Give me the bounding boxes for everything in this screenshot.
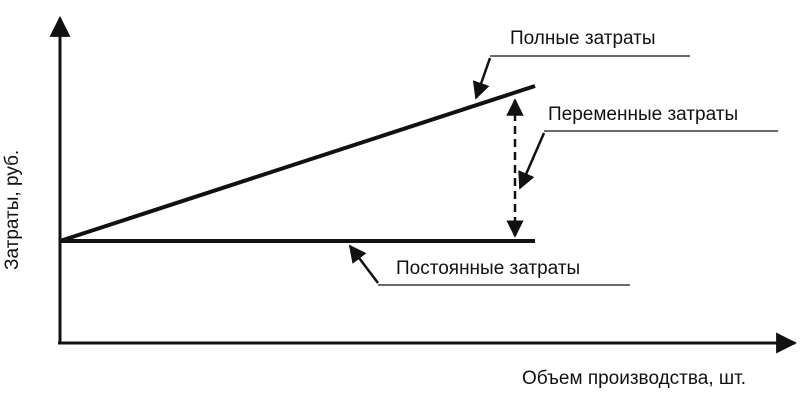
x-axis-label: Объем производства, шт. bbox=[522, 368, 747, 389]
total-costs-leader bbox=[472, 57, 492, 100]
fixed-costs-label: Постоянные затраты bbox=[396, 258, 581, 279]
fixed-costs-leader bbox=[348, 244, 379, 284]
y-axis-label: Затраты, руб. bbox=[2, 149, 23, 270]
total-costs-line bbox=[59, 84, 536, 243]
variable-costs-leader bbox=[518, 132, 546, 190]
total-costs-label: Полные затраты bbox=[510, 28, 656, 49]
variable-costs-label: Переменные затраты bbox=[548, 104, 739, 125]
